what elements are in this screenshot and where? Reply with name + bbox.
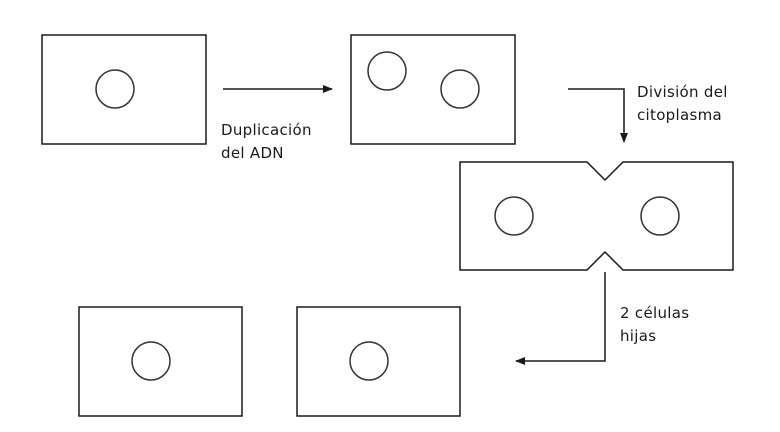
daughter-cell-2 bbox=[296, 306, 461, 417]
arrow-daughter-cells bbox=[515, 272, 606, 365]
nucleus bbox=[440, 69, 480, 109]
nucleus bbox=[131, 341, 171, 381]
cell-duplicated bbox=[350, 34, 516, 145]
label-cytoplasm-division: División del citoplasma bbox=[637, 81, 728, 127]
label-duplication: Duplicación del ADN bbox=[221, 119, 312, 165]
nucleus bbox=[95, 69, 135, 109]
nucleus bbox=[640, 196, 680, 236]
label-line: 2 células bbox=[620, 304, 690, 322]
daughter-cell-1 bbox=[78, 306, 243, 417]
label-line: hijas bbox=[620, 327, 657, 345]
nucleus bbox=[349, 341, 389, 381]
label-line: del ADN bbox=[221, 144, 284, 162]
cell-initial bbox=[41, 34, 207, 145]
label-line: citoplasma bbox=[637, 106, 722, 124]
label-line: Duplicación bbox=[221, 121, 312, 139]
label-daughter-cells: 2 células hijas bbox=[620, 302, 689, 348]
arrow-cytoplasm-division bbox=[568, 88, 628, 143]
nucleus bbox=[494, 196, 534, 236]
cell-dividing bbox=[459, 161, 734, 271]
label-line: División del bbox=[637, 83, 728, 101]
nucleus bbox=[367, 51, 407, 91]
